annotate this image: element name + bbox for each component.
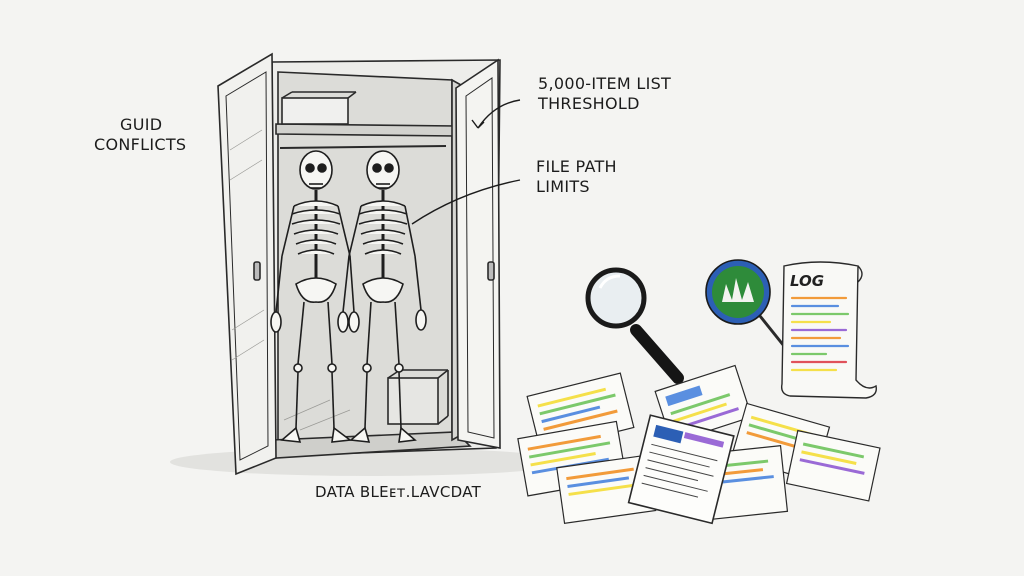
threshold-line2: THRESHOLD — [538, 94, 640, 113]
document-pile-icon — [517, 364, 881, 525]
log-title: LOG — [790, 272, 825, 290]
callout-lines — [411, 99, 521, 225]
filepath-line2: LIMITS — [536, 177, 590, 196]
skeleton-icon — [337, 150, 427, 443]
log-scroll-icon — [780, 261, 877, 399]
badge-icon — [705, 259, 786, 347]
wardrobe-icon — [217, 52, 501, 476]
guid-line2: CONFLICTS — [94, 135, 187, 154]
guid-line1: GUID — [120, 115, 163, 134]
skeleton-icon — [270, 150, 360, 443]
data-caption: DATA BLEᴇᴛ.LAVCDAT — [315, 483, 482, 501]
threshold-line1: 5,000-ITEM LIST — [538, 74, 672, 93]
magnifier-icon — [585, 267, 684, 384]
file-path-limits-label: FILE PATH LIMITS — [536, 157, 617, 197]
guid-conflicts-label: GUID CONFLICTS — [94, 115, 186, 155]
list-threshold-label: 5,000-ITEM LIST THRESHOLD — [538, 74, 671, 114]
filepath-line1: FILE PATH — [536, 157, 617, 176]
